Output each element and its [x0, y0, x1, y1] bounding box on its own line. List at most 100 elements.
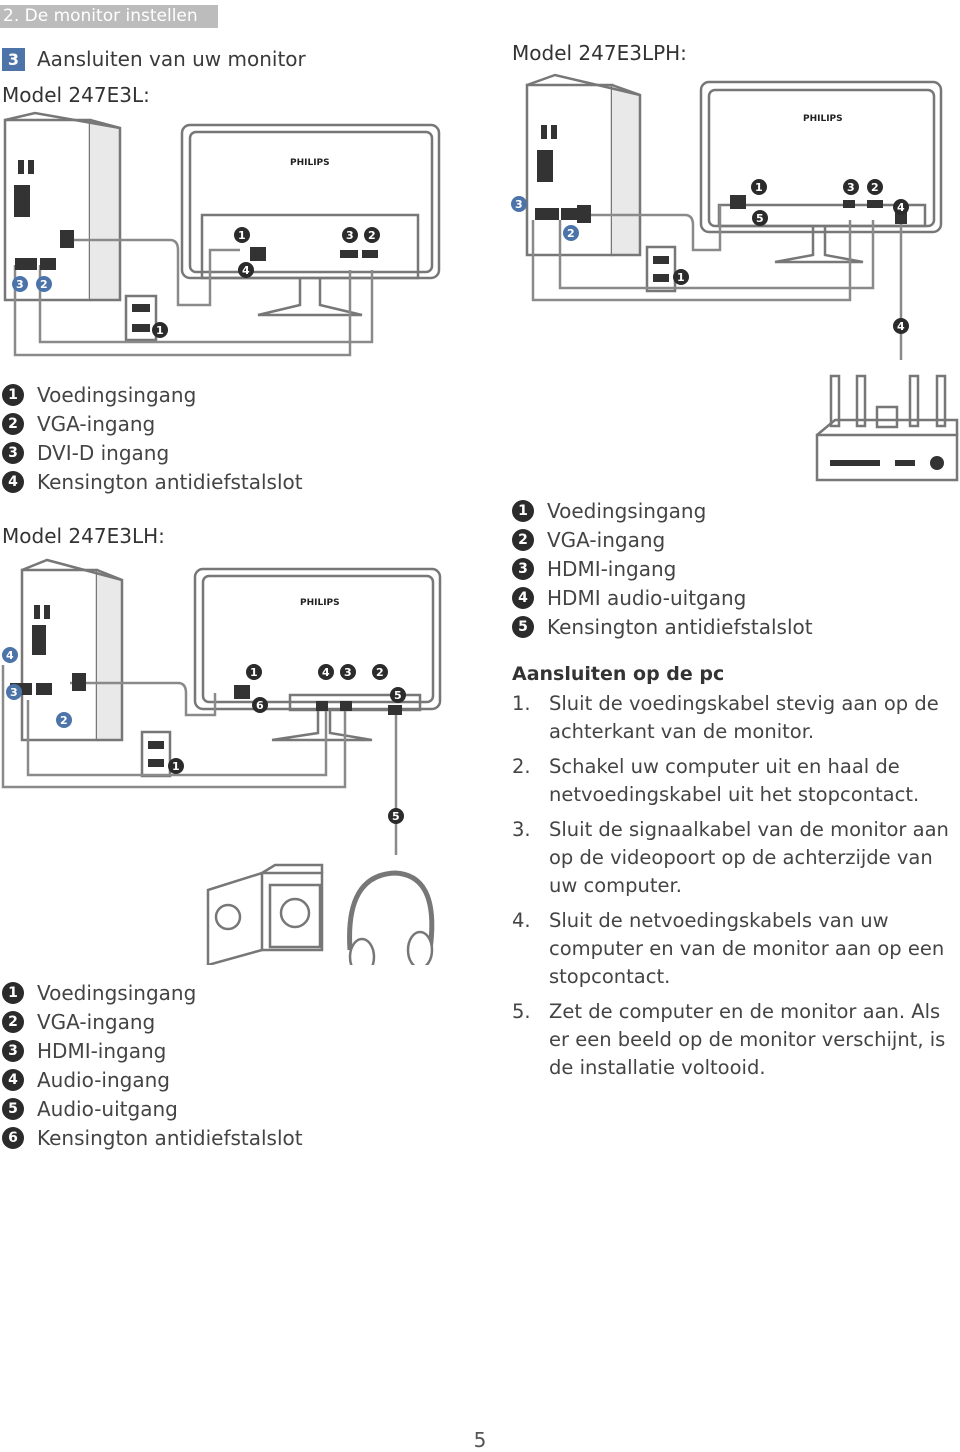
step-number: 2.: [512, 755, 531, 778]
svg-text:2: 2: [376, 666, 384, 679]
legend-label: HDMI-ingang: [37, 1038, 167, 1063]
svg-text:2: 2: [368, 229, 376, 242]
legend-item: 1 Voedingsingang: [2, 380, 303, 409]
legend-item: 2 VGA-ingang: [2, 409, 303, 438]
svg-text:4: 4: [242, 264, 250, 277]
svg-text:2: 2: [567, 227, 575, 240]
svg-text:4: 4: [897, 201, 905, 214]
legend-label: Kensington antidiefstalslot: [547, 614, 813, 639]
legend-item: 1 Voedingsingang: [512, 496, 813, 525]
step-number: 3.: [512, 818, 531, 841]
legend-label: HDMI-ingang: [547, 556, 677, 581]
legend-label: VGA-ingang: [37, 411, 156, 436]
legend-number: 2: [2, 412, 24, 435]
svg-text:6: 6: [256, 699, 264, 712]
legend-item: 4 HDMI audio-uitgang: [512, 583, 813, 612]
instructions-list: 1.Sluit de voedingskabel stevig aan op d…: [512, 690, 960, 1089]
legend-number: 3: [2, 1039, 24, 1062]
legend-label: Kensington antidiefstalslot: [37, 1125, 303, 1150]
legend-item: 4 Kensington antidiefstalslot: [2, 467, 303, 496]
svg-text:2: 2: [60, 714, 68, 727]
subsection-heading: 3 Aansluiten van uw monitor: [2, 46, 306, 72]
philips-logo-2: PHILIPS: [803, 114, 843, 124]
legend-item: 3 HDMI-ingang: [512, 554, 813, 583]
legend-number: 3: [2, 441, 24, 464]
legend-label: VGA-ingang: [37, 1009, 156, 1034]
svg-text:4: 4: [897, 320, 905, 333]
page-number: 5: [473, 1428, 487, 1452]
diagram-247e3l: PHILIPS 1 3 2 4 3 2 1: [3, 111, 441, 357]
legend-number: 2: [2, 1010, 24, 1033]
svg-text:3: 3: [346, 229, 354, 242]
svg-text:1: 1: [677, 271, 685, 284]
svg-text:4: 4: [322, 666, 330, 679]
legend-247e3lph: 1 Voedingsingang 2 VGA-ingang 3 HDMI-ingang…: [512, 496, 813, 641]
legend-number: 1: [2, 383, 24, 406]
philips-logo: PHILIPS: [290, 158, 330, 168]
svg-text:2: 2: [40, 278, 48, 291]
model-247e3l-title: Model 247E3L:: [2, 83, 150, 107]
step-text: Zet de computer en de monitor aan. Als e…: [549, 1000, 946, 1079]
legend-label: Audio-uitgang: [37, 1096, 178, 1121]
step-text: Sluit de netvoedingskabels van uw comput…: [549, 909, 945, 988]
svg-text:4: 4: [6, 649, 14, 662]
svg-text:3: 3: [16, 278, 24, 291]
legend-number: 2: [512, 528, 534, 551]
svg-text:5: 5: [756, 212, 764, 225]
svg-text:3: 3: [344, 666, 352, 679]
subsection-title: Aansluiten van uw monitor: [37, 47, 306, 71]
svg-text:1: 1: [755, 181, 763, 194]
svg-text:5: 5: [394, 689, 402, 702]
legend-number: 1: [512, 499, 534, 522]
svg-text:3: 3: [515, 198, 523, 211]
legend-item: 5 Kensington antidiefstalslot: [512, 612, 813, 641]
step-number: 5.: [512, 1000, 531, 1023]
svg-text:5: 5: [392, 810, 400, 823]
philips-logo-3: PHILIPS: [300, 598, 340, 608]
section-header: 2. De monitor instellen: [0, 5, 218, 28]
instruction-step: 4. Sluit de netvoedingskabels van uw comp…: [512, 907, 960, 991]
instruction-step: 1.Sluit de voedingskabel stevig aan op d…: [512, 690, 960, 746]
instruction-step: 2. Schakel uw computer uit en haal de net…: [512, 753, 960, 809]
step-text: Sluit de signaalkabel van de monitor aan…: [549, 818, 949, 897]
svg-text:3: 3: [10, 686, 18, 699]
legend-item: 4 Audio-ingang: [2, 1065, 303, 1094]
legend-number: 4: [512, 586, 534, 609]
legend-number: 6: [2, 1126, 24, 1149]
model-247e3lh-title: Model 247E3LH:: [2, 524, 165, 548]
svg-text:2: 2: [871, 181, 879, 194]
diagram-247e3lph: PHILIPS 1 3 2 4 5 3 2 1 4: [511, 73, 959, 482]
legend-label: Audio-ingang: [37, 1067, 170, 1092]
legend-item: 6 Kensington antidiefstalslot: [2, 1123, 303, 1152]
legend-number: 4: [2, 1068, 24, 1091]
legend-label: HDMI audio-uitgang: [547, 585, 747, 610]
diagram-247e3lh: PHILIPS 1 4 3 2 6 5 4 3 2 1 5: [1, 558, 442, 965]
legend-label: Voedingsingang: [37, 980, 197, 1005]
legend-label: Voedingsingang: [547, 498, 707, 523]
step-number: 1.: [512, 692, 531, 715]
svg-text:1: 1: [238, 229, 246, 242]
legend-item: 2 VGA-ingang: [2, 1007, 303, 1036]
svg-text:1: 1: [172, 760, 180, 773]
instruction-step: 5. Zet de computer en de monitor aan. Als…: [512, 998, 960, 1082]
legend-label: Kensington antidiefstalslot: [37, 469, 303, 494]
svg-text:1: 1: [250, 666, 258, 679]
legend-number: 5: [512, 615, 534, 638]
legend-number: 3: [512, 557, 534, 580]
svg-text:3: 3: [847, 181, 855, 194]
legend-number: 4: [2, 470, 24, 493]
subsection-number: 3: [2, 47, 25, 71]
legend-label: VGA-ingang: [547, 527, 666, 552]
legend-label: Voedingsingang: [37, 382, 197, 407]
legend-item: 3 HDMI-ingang: [2, 1036, 303, 1065]
step-number: 4.: [512, 909, 531, 932]
legend-item: 2 VGA-ingang: [512, 525, 813, 554]
instruction-step: 3. Sluit de signaalkabel van de monitor a…: [512, 816, 960, 900]
step-text: Schakel uw computer uit en haal de netvo…: [549, 755, 920, 806]
svg-text:1: 1: [156, 324, 164, 337]
